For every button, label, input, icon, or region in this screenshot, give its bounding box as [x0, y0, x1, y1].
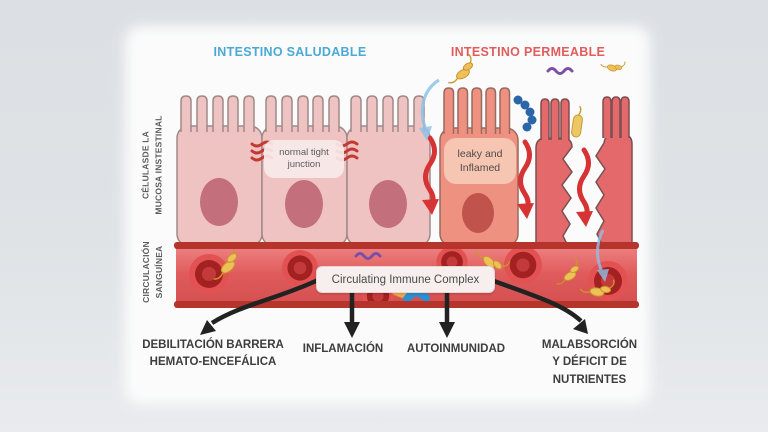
microvilli-healthy	[180, 95, 425, 133]
leaky-inflamed-callout: leaky and Inflamed	[444, 138, 516, 184]
cell-nuclei	[200, 178, 494, 233]
nucleus	[200, 178, 238, 226]
circulating-immune-complex-callout: Circulating Immune Complex	[316, 266, 495, 293]
outcome-line: AUTOINMUNIDAD	[406, 343, 506, 355]
leaky-line1: leaky and	[457, 147, 503, 160]
outcome-barrier-weakening: DEBILITACIÓN BARRERA HEMATO-ENCEFÁLICA	[136, 337, 290, 372]
tight-junction-callout: normal tight junction	[264, 140, 344, 178]
outcome-inflammation: INFLAMACIÓN	[294, 341, 392, 358]
outcome-line: NUTRIENTES	[552, 373, 627, 386]
bacteria-blue-chain-icon	[513, 95, 537, 132]
row-label-circulation: CIRCULACIÓN SANGUÍNEA	[140, 226, 166, 318]
outcome-malabsorption: MALABSORCIÓN Y DÉFICIT DE NUTRIENTES	[531, 337, 648, 389]
entry-arrow-icon	[419, 78, 440, 141]
damaged-cells	[535, 96, 633, 247]
nucleus-inflamed	[462, 193, 494, 233]
red-blood-cell-icon	[504, 249, 542, 284]
header-healthy-intestine: INTESTINO SALUDABLE	[213, 45, 367, 59]
row-label-mucosa-line2: MUCOSA INSTESTINAL	[153, 115, 164, 215]
mucosa-cells	[176, 87, 633, 247]
arrow-to-malabsorption	[490, 277, 583, 323]
damaged-cell-1	[535, 137, 573, 247]
nucleus	[285, 180, 323, 228]
outcome-autoimmunity: AUTOINMUNIDAD	[400, 341, 512, 358]
row-label-mucosa: CÉLULASDE LA MUCOSA INSTESTINAL	[140, 98, 166, 233]
tight-junction-line1: normal tight	[279, 146, 329, 158]
entry-arrow-blood-icon	[596, 229, 609, 282]
outcome-arrowheads	[200, 319, 588, 338]
nucleus	[369, 180, 407, 228]
vessel-wall-bottom	[174, 301, 639, 308]
outcome-line: HEMATO-ENCEFÁLICA	[149, 356, 277, 369]
outcome-line: INFLAMACIÓN	[302, 343, 384, 355]
damaged-cell-2	[595, 134, 633, 247]
row-label-circulation-line1: CIRCULACIÓN	[141, 241, 151, 303]
row-label-mucosa-line1: CÉLULASDE LA	[140, 130, 151, 200]
vessel-wall-top	[174, 242, 639, 249]
outcome-line: DEBILITACIÓN BARRERA	[142, 339, 284, 351]
leaky-line2: Inflamed	[459, 162, 501, 174]
tight-junction-line2: junction	[287, 159, 321, 170]
outcome-line: MALABSORCIÓN	[541, 339, 638, 351]
arrow-to-barrier	[210, 277, 319, 325]
outcome-arrows	[210, 277, 583, 325]
outcome-line: Y DÉFICIT DE	[552, 356, 627, 369]
header-permeable-intestine: INTESTINO PERMEABLE	[450, 45, 606, 59]
row-label-circulation-line2: SANGUÍNEA	[153, 245, 164, 299]
